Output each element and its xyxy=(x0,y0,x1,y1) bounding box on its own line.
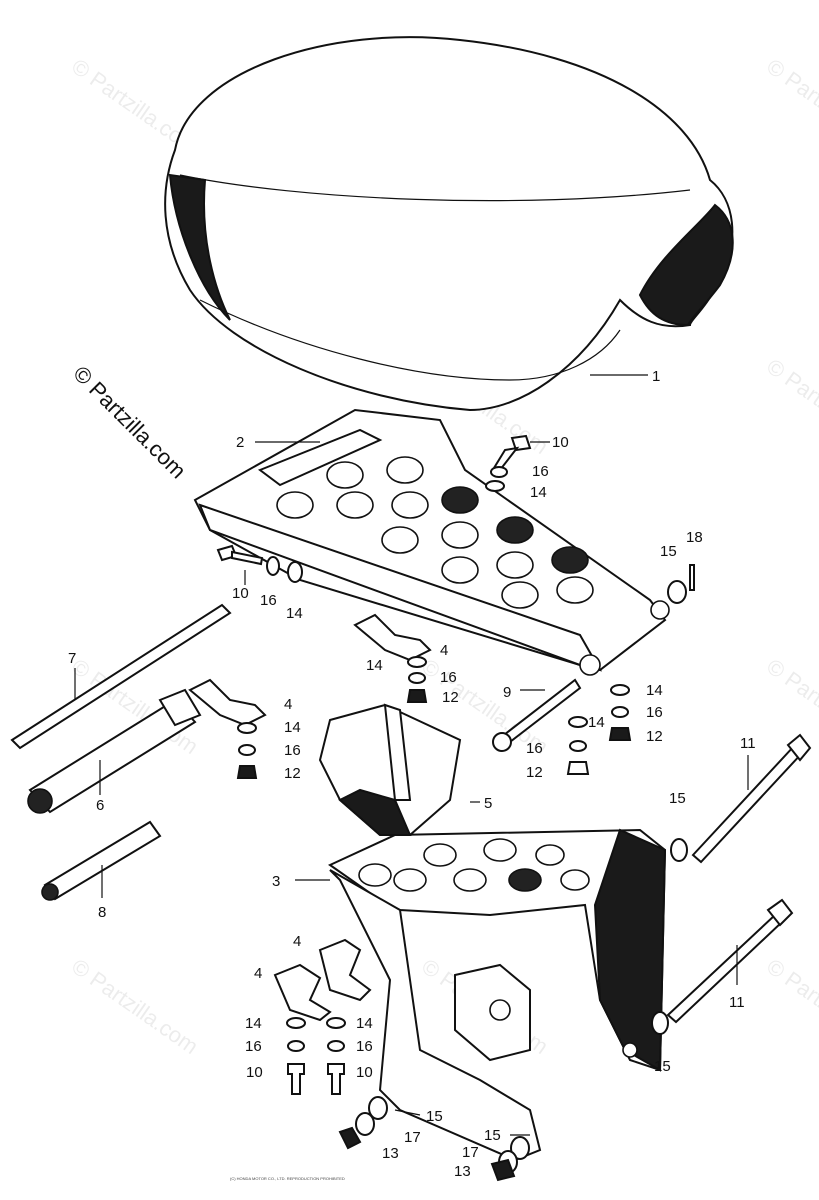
callout-11: 11 xyxy=(729,994,745,1011)
callout-2: 2 xyxy=(236,434,244,451)
callout-10: 10 xyxy=(552,434,569,451)
callout-14: 14 xyxy=(646,682,663,699)
callout-16: 16 xyxy=(245,1038,262,1055)
long-bolt-part xyxy=(666,733,812,1024)
callout-3: 3 xyxy=(272,873,280,890)
tube-part xyxy=(27,688,202,814)
callout-14: 14 xyxy=(245,1015,262,1032)
stay-parts xyxy=(188,613,432,1022)
callout-12: 12 xyxy=(442,689,459,706)
callout-7: 7 xyxy=(68,650,76,667)
callout-labels: 1 2 10 16 14 15 18 10 16 14 7 4 14 16 12… xyxy=(68,368,756,1180)
callout-12: 12 xyxy=(646,728,663,745)
callout-11: 11 xyxy=(740,735,756,752)
bolt-part xyxy=(492,678,582,752)
callout-8: 8 xyxy=(98,904,106,921)
callout-15: 15 xyxy=(654,1058,671,1075)
callout-9: 9 xyxy=(503,684,511,701)
callout-16: 16 xyxy=(260,592,277,609)
callout-13: 13 xyxy=(382,1145,399,1162)
watermark-text: © Partzilla.com xyxy=(762,54,819,160)
callout-10: 10 xyxy=(356,1064,373,1081)
watermark-text: © Partzilla.com xyxy=(67,954,203,1060)
callout-15: 15 xyxy=(484,1127,501,1144)
callout-14: 14 xyxy=(356,1015,373,1032)
callout-15: 15 xyxy=(669,790,686,807)
callout-10: 10 xyxy=(246,1064,263,1081)
callout-16: 16 xyxy=(284,742,301,759)
callout-16: 16 xyxy=(526,740,543,757)
callout-16: 16 xyxy=(532,463,549,480)
callout-13: 13 xyxy=(454,1163,471,1180)
pin-part xyxy=(41,820,162,901)
callout-4: 4 xyxy=(254,965,262,982)
callout-5: 5 xyxy=(484,795,492,812)
callout-14: 14 xyxy=(286,605,303,622)
callout-17: 17 xyxy=(404,1129,421,1146)
carrier-part xyxy=(318,703,462,836)
callout-18: 18 xyxy=(686,529,703,546)
callout-15: 15 xyxy=(426,1108,443,1125)
callout-16: 16 xyxy=(646,704,663,721)
upper-seat-bracket-part xyxy=(193,408,670,676)
callout-14: 14 xyxy=(530,484,547,501)
seat-part xyxy=(164,36,734,412)
rod-part xyxy=(10,603,232,750)
callout-14: 14 xyxy=(366,657,383,674)
callout-4: 4 xyxy=(284,696,292,713)
callout-12: 12 xyxy=(526,764,543,781)
watermark-main: © Partzilla.com xyxy=(68,361,191,484)
footer-text: (C) HONDA MOTOR CO., LTD. REPRODUCTION P… xyxy=(230,1176,345,1181)
callout-10: 10 xyxy=(232,585,249,602)
watermark-text: © Partzilla.com xyxy=(762,354,819,460)
callout-15: 15 xyxy=(660,543,677,560)
callout-14: 14 xyxy=(588,714,605,731)
callout-4: 4 xyxy=(440,642,448,659)
callout-16: 16 xyxy=(356,1038,373,1055)
callout-17: 17 xyxy=(462,1144,479,1161)
callout-12: 12 xyxy=(284,765,301,782)
callout-1: 1 xyxy=(652,368,660,385)
watermark-text: © Partzilla.com xyxy=(762,954,819,1060)
callout-14: 14 xyxy=(284,719,301,736)
callout-6: 6 xyxy=(96,797,104,814)
hardware-parts xyxy=(216,434,695,1182)
callout-4: 4 xyxy=(293,933,301,950)
callout-16: 16 xyxy=(440,669,457,686)
leader-lines xyxy=(74,374,749,1136)
